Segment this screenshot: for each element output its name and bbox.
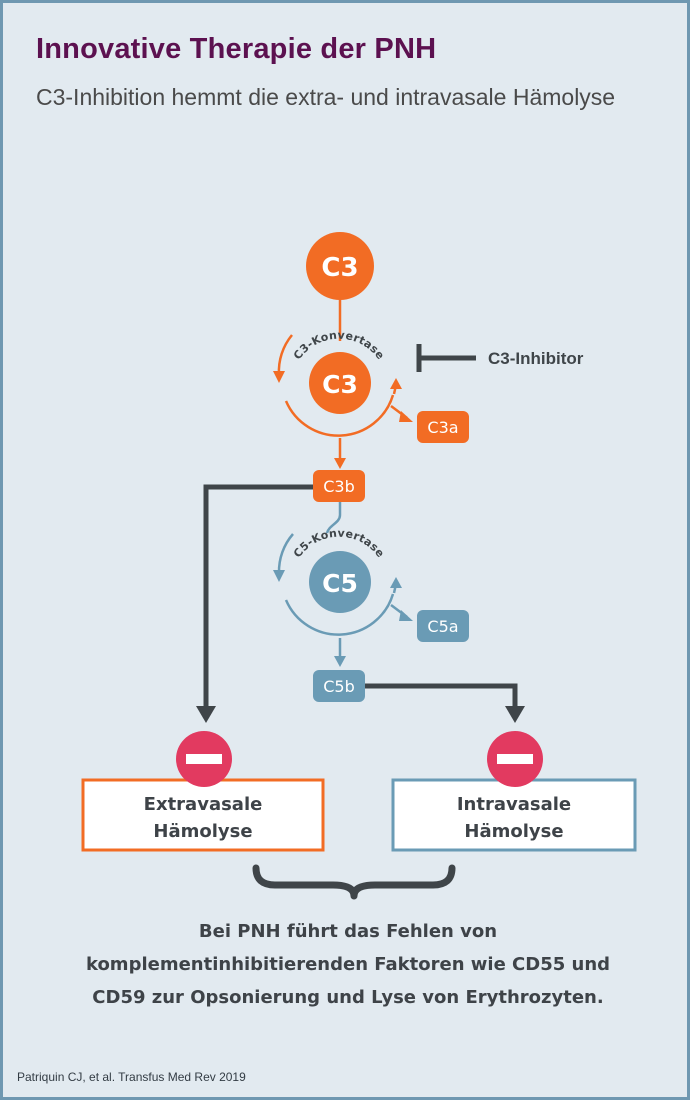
c3-top-node bbox=[306, 232, 374, 300]
extravasal-box bbox=[81, 778, 325, 852]
c3b-badge bbox=[313, 470, 365, 502]
c5-convertase-cycle bbox=[273, 533, 413, 667]
c3-center-node bbox=[309, 352, 371, 414]
c5b-label: C5b bbox=[323, 677, 355, 696]
c5a-label: C5a bbox=[427, 617, 458, 636]
page-subtitle: C3-Inhibition hemmt die extra- und intra… bbox=[36, 84, 616, 110]
stop-icon bbox=[176, 731, 232, 787]
intravasal-arrow bbox=[364, 683, 525, 723]
c3-top-label: C3 bbox=[321, 253, 358, 283]
intravasal-line2: Hämolyse bbox=[464, 821, 563, 842]
c3a-label: C3a bbox=[427, 418, 458, 437]
c5-center-label: C5 bbox=[322, 569, 358, 598]
extravasal-line1: Extravasale bbox=[144, 794, 263, 815]
c3-convertase-cycle bbox=[273, 334, 413, 469]
c3b-c5-connector bbox=[325, 502, 342, 534]
extravasal-line2: Hämolyse bbox=[153, 821, 252, 842]
c3-inhibitor-label: C3-Inhibitor bbox=[488, 349, 584, 368]
intravasal-line1: Intravasale bbox=[457, 794, 571, 815]
extravasal-arrow bbox=[196, 484, 313, 723]
c5a-badge bbox=[417, 610, 469, 642]
curly-brace-icon bbox=[252, 864, 456, 900]
complement-pathway-diagram: C3-Inhibitor C3 C3-Konvertase C3 C3a C3b bbox=[81, 232, 637, 900]
c3a-badge bbox=[417, 411, 469, 443]
c3-inhibitor-symbol bbox=[416, 344, 476, 372]
c5b-badge bbox=[313, 670, 365, 702]
stop-icon bbox=[487, 731, 543, 787]
c3-center-label: C3 bbox=[322, 370, 358, 399]
c3b-label: C3b bbox=[323, 477, 355, 496]
page-title: Innovative Therapie der PNH bbox=[36, 33, 437, 65]
summary-text: Bei PNH führt das Fehlen von komplementi… bbox=[85, 921, 611, 1008]
c5-center-node bbox=[309, 551, 371, 613]
citation: Patriquin CJ, et al. Transfus Med Rev 20… bbox=[17, 1070, 246, 1084]
